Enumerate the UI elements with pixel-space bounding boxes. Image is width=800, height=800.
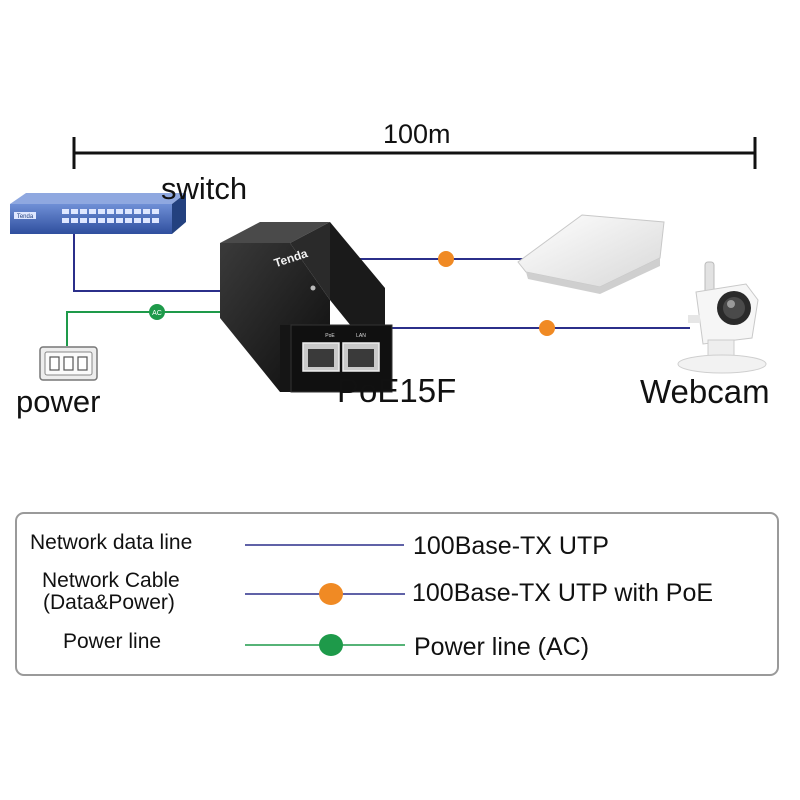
webcam-icon — [677, 261, 767, 374]
distance-label: 100m — [383, 119, 451, 149]
poe-line-to-webcam — [388, 320, 690, 336]
distance-bar — [72, 137, 757, 169]
network-switch-icon: Tenda — [10, 193, 186, 234]
power-outlet-icon — [39, 346, 98, 381]
legend-poe-dot — [319, 583, 343, 605]
legend-power-dot — [319, 634, 343, 656]
webcam-label: Webcam — [640, 373, 770, 410]
switch-label: switch — [161, 171, 248, 206]
ceiling-access-point-icon — [517, 214, 665, 294]
legend-desc-power: Power line (AC) — [414, 633, 590, 661]
power-line-outlet-to-poe: AC — [66, 304, 240, 346]
legend — [15, 512, 779, 676]
ac-badge: AC — [152, 310, 162, 317]
power-label: power — [16, 384, 101, 419]
legend-desc-data-line: 100Base-TX UTP — [413, 532, 609, 560]
poe-device-label: PoE15F — [337, 372, 457, 409]
svg-text:Tenda: Tenda — [17, 214, 34, 220]
legend-desc-poe: 100Base-TX UTP with PoE — [412, 579, 714, 607]
legend-name-poe-line1: Network Cable — [42, 569, 180, 592]
data-line-switch-to-poe — [73, 228, 232, 292]
legend-name-data-line: Network data line — [30, 531, 193, 554]
svg-text:LAN: LAN — [356, 333, 366, 339]
poe-injector-icon: PoE LAN Tenda — [220, 222, 393, 393]
legend-name-poe-line2: (Data&Power) — [43, 591, 175, 614]
svg-text:PoE: PoE — [325, 333, 335, 339]
legend-name-power-line: Power line — [63, 630, 162, 653]
